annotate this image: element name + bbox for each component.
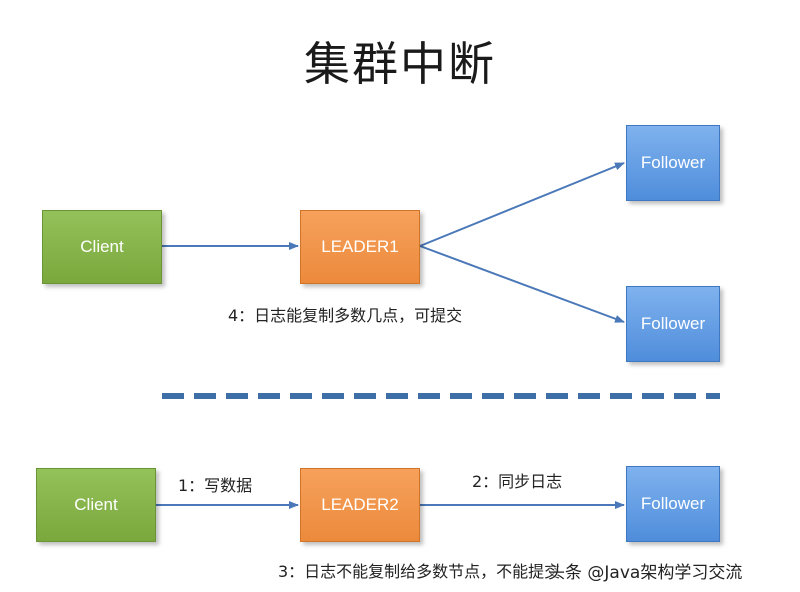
arrow-leader1-to-follower-top — [419, 162, 625, 247]
step-write-data: 1：写数据 — [178, 476, 253, 495]
client-label-bottom: Client — [74, 495, 118, 514]
leader2-node: LEADER2 — [300, 468, 420, 542]
client-node-bottom: Client — [36, 468, 156, 542]
follower-label-top: Follower — [640, 153, 706, 172]
follower-node-top: Follower — [626, 125, 720, 201]
follower-node-middle: Follower — [626, 286, 720, 362]
commit-note-top: 4：日志能复制多数几点，可提交 — [228, 306, 463, 325]
step-sync-log: 2：同步日志 — [472, 472, 563, 491]
follower-label-middle: Follower — [640, 314, 706, 333]
follower-label-bottom: Follower — [640, 494, 706, 513]
watermark: 头条 @Java架构学习交流 — [548, 563, 743, 583]
client-node-top: Client — [42, 210, 162, 284]
commit-note-bottom: 3：日志不能复制给多数节点，不能提交 — [278, 562, 561, 581]
leader1-label: LEADER1 — [321, 237, 399, 256]
arrow-leader1-to-follower-middle — [419, 245, 625, 323]
diagram-title: 集群中断 — [304, 37, 496, 91]
leader2-label: LEADER2 — [321, 495, 399, 514]
follower-node-bottom: Follower — [626, 466, 720, 542]
client-label-top: Client — [80, 237, 124, 256]
leader1-node: LEADER1 — [300, 210, 420, 284]
